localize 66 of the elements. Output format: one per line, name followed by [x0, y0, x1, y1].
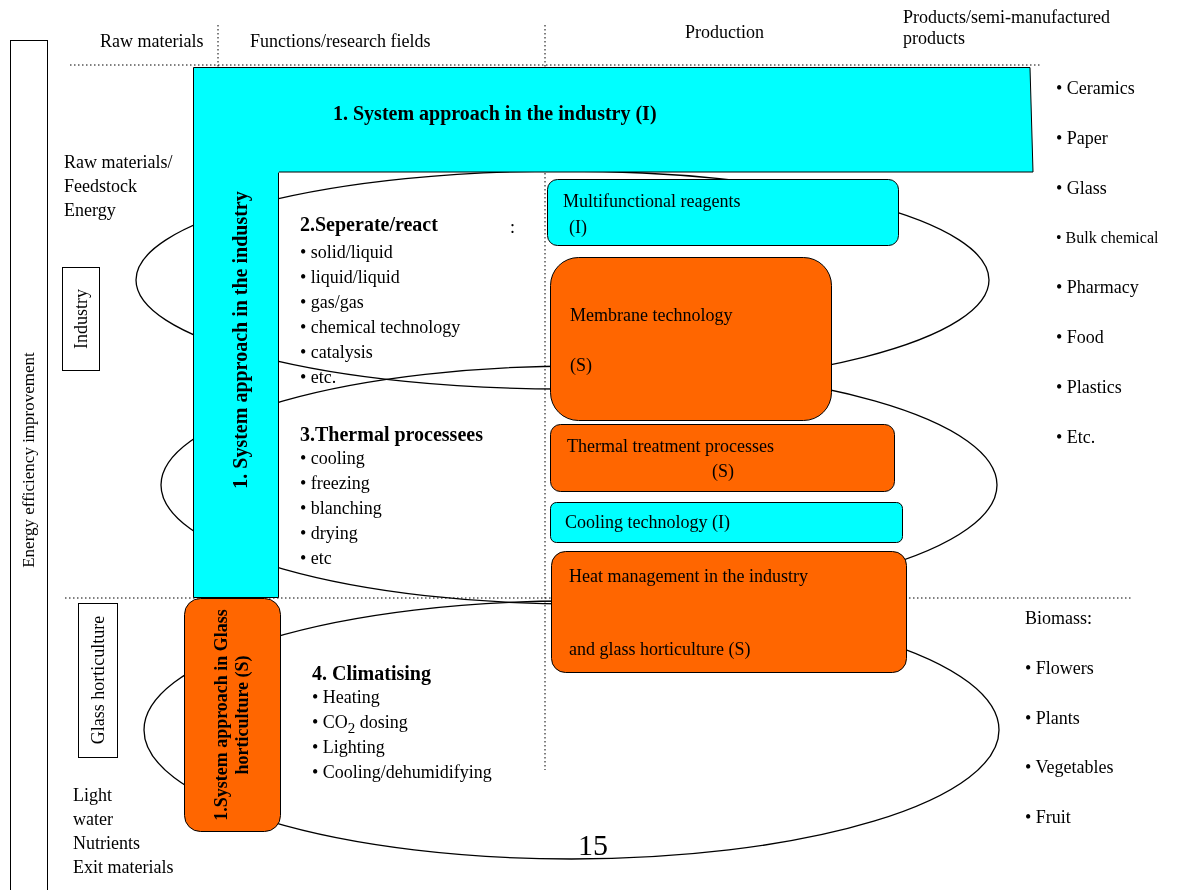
label-text: • Vegetables	[1025, 757, 1114, 778]
label-text: • Bulk chemical	[1056, 229, 1159, 248]
heading: 3.Thermal processees	[300, 423, 483, 446]
label-text: • Glass	[1056, 178, 1107, 199]
heading: 1. System approach in the industry (I)	[333, 102, 657, 125]
label-text: Multifunctional reagents	[563, 191, 741, 212]
label-text: Feedstock	[64, 176, 137, 197]
heading: 2.Seperate/react	[300, 213, 438, 236]
process-box	[551, 551, 907, 673]
label-text: and glass horticulture (S)	[569, 639, 751, 660]
label-text: Heat management in the industry	[569, 566, 808, 587]
label-text: Industry	[70, 289, 92, 349]
label-text: Light	[73, 785, 112, 806]
heading: 1. System approach in the industry	[228, 191, 252, 489]
category-box	[62, 267, 100, 371]
label-text: • Plants	[1025, 708, 1080, 729]
label-text: Production	[685, 22, 764, 43]
label-text: Biomass:	[1025, 608, 1092, 629]
label-text: • Plastics	[1056, 377, 1122, 398]
label-text: 15	[578, 828, 608, 863]
label-text: • etc	[300, 548, 332, 569]
category-box	[78, 603, 118, 758]
label-text: (S)	[712, 461, 734, 482]
label-text: Functions/research fields	[250, 31, 431, 52]
label-text: Energy	[64, 200, 116, 221]
horizontal-band	[193, 67, 1034, 173]
process-box	[550, 257, 832, 421]
label-text: Thermal treatment processes	[567, 436, 774, 457]
label-text: • Cooling/dehumidifying	[312, 762, 492, 783]
label-text: • blanching	[300, 498, 382, 519]
heading: 4. Climatising	[312, 662, 431, 685]
label-text: • Ceramics	[1056, 78, 1135, 99]
label-text: Energy efficiency improvement	[19, 352, 39, 568]
label-text: Raw materials/	[64, 152, 173, 173]
label-text: • chemical technology	[300, 317, 461, 338]
label-text: Exit materials	[73, 857, 174, 878]
label-text: Membrane technology	[570, 305, 733, 326]
label-text: • gas/gas	[300, 292, 364, 313]
label-text: (I)	[569, 217, 587, 238]
label-text: :	[510, 217, 515, 238]
label-text: water	[73, 809, 113, 830]
label-text: • cooling	[300, 448, 365, 469]
label-text: • freezing	[300, 473, 370, 494]
label-text: Nutrients	[73, 833, 140, 854]
label-text: Products/semi-manufactured products	[903, 7, 1111, 49]
label-text: • Heating	[312, 687, 380, 708]
side-panel	[10, 40, 48, 890]
label-text: Cooling technology (I)	[565, 512, 730, 533]
label-text: (S)	[570, 355, 592, 376]
label-text: • Fruit	[1025, 807, 1071, 828]
label-text: • etc.	[300, 367, 337, 388]
label-text: • drying	[300, 523, 358, 544]
label-text: • CO$_{2}$ dosing	[312, 712, 408, 737]
label-text: Raw materials	[100, 31, 204, 52]
label-text: • Paper	[1056, 128, 1108, 149]
label-text: • Food	[1056, 327, 1104, 348]
label-text: • liquid/liquid	[300, 267, 400, 288]
heading: 1.System approach in Glass horticulture (S)	[211, 608, 253, 823]
label-text: Glass horticulture	[87, 615, 109, 745]
label-text: • Flowers	[1025, 658, 1094, 679]
label-text: • Etc.	[1056, 427, 1096, 448]
label-text: • Lighting	[312, 737, 385, 758]
label-text: • Pharmacy	[1056, 277, 1139, 298]
label-text: • solid/liquid	[300, 242, 393, 263]
label-text: • catalysis	[300, 342, 373, 363]
vertical-band	[193, 172, 279, 598]
